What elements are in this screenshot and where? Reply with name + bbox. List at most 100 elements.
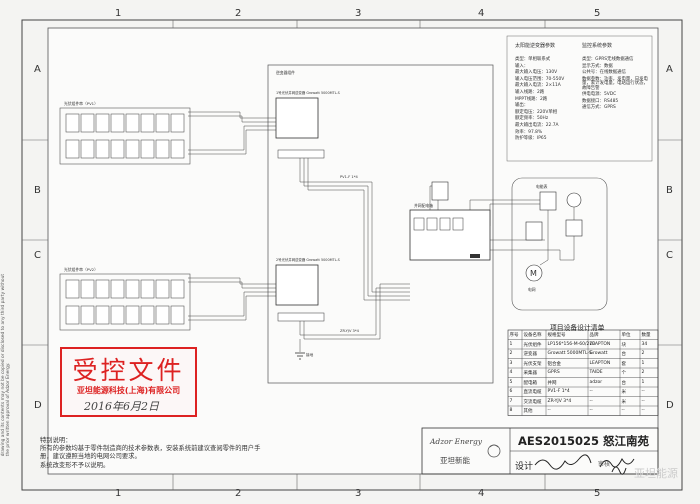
grid-motor-icon [525,264,543,282]
table-header-cell: 品牌 [589,333,599,339]
zone-col-3: 3 [355,8,362,19]
inverter2-label: 2号光伏并网逆变器 Growatt 5000MTL-S [276,258,340,262]
table-cell: 直流电缆 [523,390,542,396]
zone-col-1-bottom: 1 [115,488,122,499]
table-cell: -- [589,408,593,414]
right-line: 公共号：在线数据通信 [582,70,626,76]
table-cell: 1 [641,379,645,385]
zone-row-a-right: A [666,64,673,75]
pv-module [125,113,140,133]
notes-heading: 特别说明： [40,437,72,444]
zone-row-b: B [34,185,41,196]
inverter-2 [275,264,319,306]
pv-array-1 [59,107,191,165]
pv-module [155,305,170,325]
meter-2 [525,221,543,241]
table-cell: 6 [509,389,513,395]
table-cell: -- [641,389,645,395]
table-cell: Growatt [589,351,608,357]
left-line: 最大输入电压：130V [515,70,558,76]
spec-right-list: 类型：GPRS无线数据通信显示方式：数据公共号：在线数据通信数据参数：功率，发电… [582,57,648,113]
table-cell: 米 [621,399,627,405]
distribution-box [409,209,491,261]
pv-module [125,279,140,299]
left-line: 类型：单相联系式 [515,57,551,62]
table-cell: 铝合金 [547,361,562,367]
pv-module [170,113,185,133]
table-cell: -- [641,398,645,404]
special-notes: 特别说明： 所有的参数均基于零件制造商的技术参数表，安装系统前建议查阅零件的用户… [40,437,370,470]
left-line: 输入电压范围：70-550V [515,76,565,82]
table-cell: 4 [509,370,513,376]
review-label: 审核 [598,461,611,468]
reviewer-signature [599,457,635,468]
table-cell: 2 [509,351,513,357]
table-cell: -- [621,408,625,414]
table-cell: adzor [589,379,603,385]
pv-module [95,113,110,133]
table-cell: ZR-YJV 3*4 [547,398,572,404]
table-cell: TAIDE [589,370,603,376]
zone-col-3-bottom: 3 [355,488,362,499]
zone-row-d: D [34,400,42,411]
right-line: 供电电源：5VDC [582,92,617,98]
right-line: 通信方式：GPRS [582,105,616,111]
table-cell: 7 [509,398,513,404]
table-cell: 34 [641,341,648,347]
left-line: 防护等级：IP65 [515,136,547,142]
zone-row-c: C [34,250,41,261]
right-line: 数据接口：RS485 [582,98,619,104]
grid-label: 电网 [528,287,536,292]
grid-area [511,177,608,311]
notes-line-3: 系统改变形不予以说明。 [40,461,110,469]
table-cell: 逆变器 [523,352,538,358]
logo-cn: 亚坦新能 [440,456,470,465]
designer-signature [534,454,592,470]
left-line: 额定频率：50Hz [515,116,549,122]
table-cell: 配电箱 [523,380,538,386]
left-line: 输出： [515,103,529,109]
right-line: 数据参数：功率，发电量，日发电量，累计发电量，电站运行状态，故障告警 [582,76,648,91]
pv-module [140,279,155,299]
spec-left-title: 太阳能逆变器参数 [515,43,556,49]
zone-row-d-right: D [666,400,674,411]
pv-module [110,279,125,299]
pv-module [80,113,95,133]
zone-row-b-right: B [666,185,673,196]
pv-module [80,305,95,325]
cable1-label: PV1-F 1*4 [340,175,358,179]
pv-module [65,305,80,325]
svg-text:M: M [530,269,537,278]
table-cell: LEAPTON [589,360,611,366]
left-line: 额定电压：220V单相 [515,109,558,115]
right-line: 显示方式：数据 [582,63,613,69]
left-line: 输入： [515,63,529,69]
zone-col-2-bottom: 2 [235,488,242,499]
spec-block [506,35,653,162]
meter-1 [539,191,557,211]
table-cell: PV1-F 1*4 [547,389,570,395]
dist-box-label: 并网配电箱 [414,203,433,208]
zone-col-5: 5 [594,8,601,19]
left-line: 最大输入电流：2×11A [515,83,561,89]
pv-module [155,139,170,159]
zone-col-2: 2 [235,8,242,19]
left-line: MPPT线路：2路 [515,96,548,102]
table-cell: GPRS [547,370,560,376]
table-cell: 台 [621,380,627,386]
inverter-enclosure [267,64,494,384]
table-cell: 台 [621,352,627,358]
zone-col-4: 4 [478,8,485,19]
zone-col-1: 1 [115,8,122,19]
pv-module [110,113,125,133]
zone-col-5-bottom: 5 [594,488,601,499]
table-cell: -- [589,389,593,395]
stamp-title: 受控文件 [72,356,185,385]
table-header-cell: 单位 [621,333,631,339]
table-cell: -- [589,398,593,404]
pv-module [65,279,80,299]
controlled-document-stamp: 受控文件 亚坦能源科技(上海)有限公司 2016年6月2日 [60,347,197,417]
pv-module [125,139,140,159]
